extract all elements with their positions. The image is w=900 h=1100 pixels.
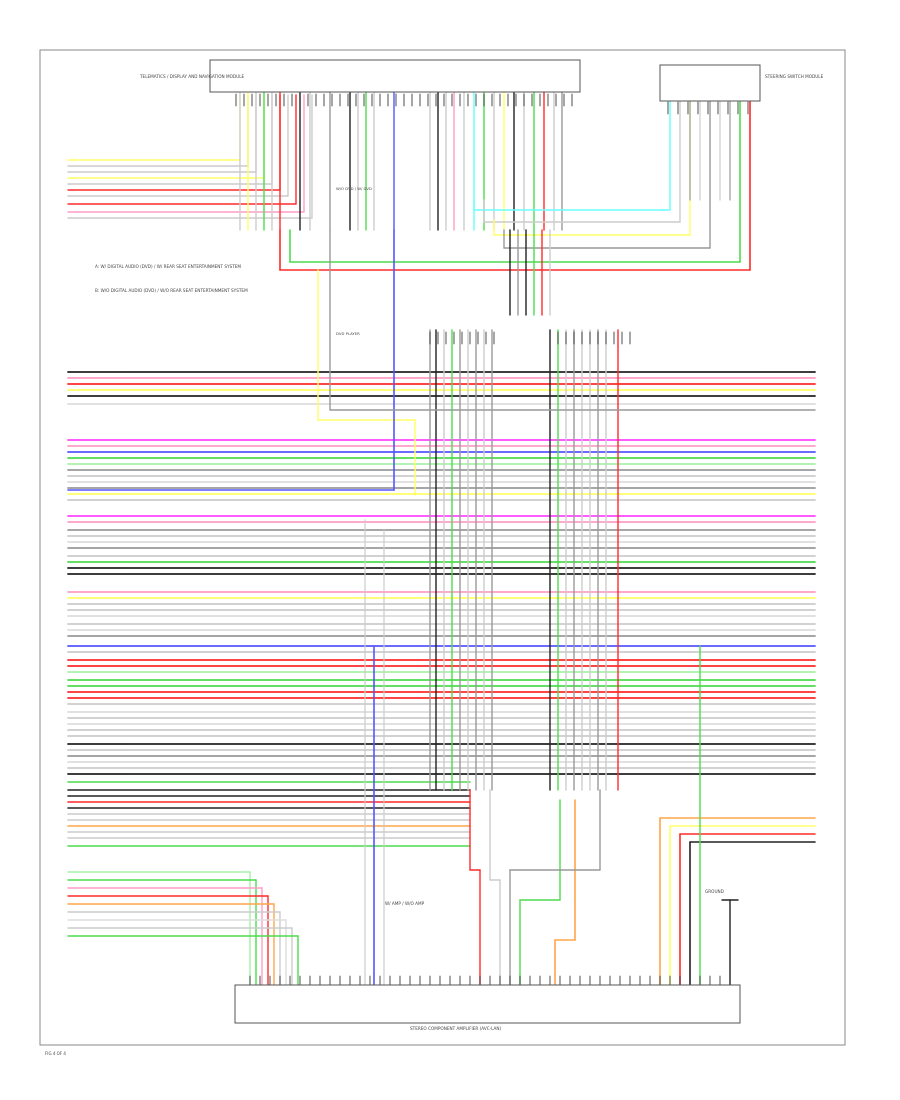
note-b: B: W/O DIGITAL AUDIO (DVD) / W/O REAR SE…: [95, 288, 248, 293]
center-part-label: DVD PLAYER: [336, 331, 360, 336]
ground-label: GROUND: [705, 889, 724, 894]
top-right-module: STEERING SWITCH MODULE: [659, 64, 824, 102]
page-ref: FIG 4 OF 4: [45, 1051, 66, 1056]
mid-note-label: W/O DVD / W/ DVD: [336, 186, 372, 191]
note-a: A: W/ DIGITAL AUDIO (DVD) / W/ REAR SEAT…: [95, 264, 241, 269]
bottom-module-label: STEREO COMPONENT AMPLIFIER (AVC-LAN): [410, 1026, 502, 1031]
bottom-note-label: W/ AMP / W/O AMP: [385, 901, 425, 906]
wire-layer: [67, 91, 816, 989]
diagram-frame: [39, 49, 846, 1046]
top-left-module: TELEMATICS / DISPLAY AND NAVIGATION MODU…: [139, 59, 581, 93]
top-right-module-label: STEERING SWITCH MODULE: [765, 74, 824, 79]
top-left-module-label: TELEMATICS / DISPLAY AND NAVIGATION MODU…: [139, 74, 245, 79]
bottom-module: STEREO COMPONENT AMPLIFIER (AVC-LAN): [234, 984, 741, 1031]
